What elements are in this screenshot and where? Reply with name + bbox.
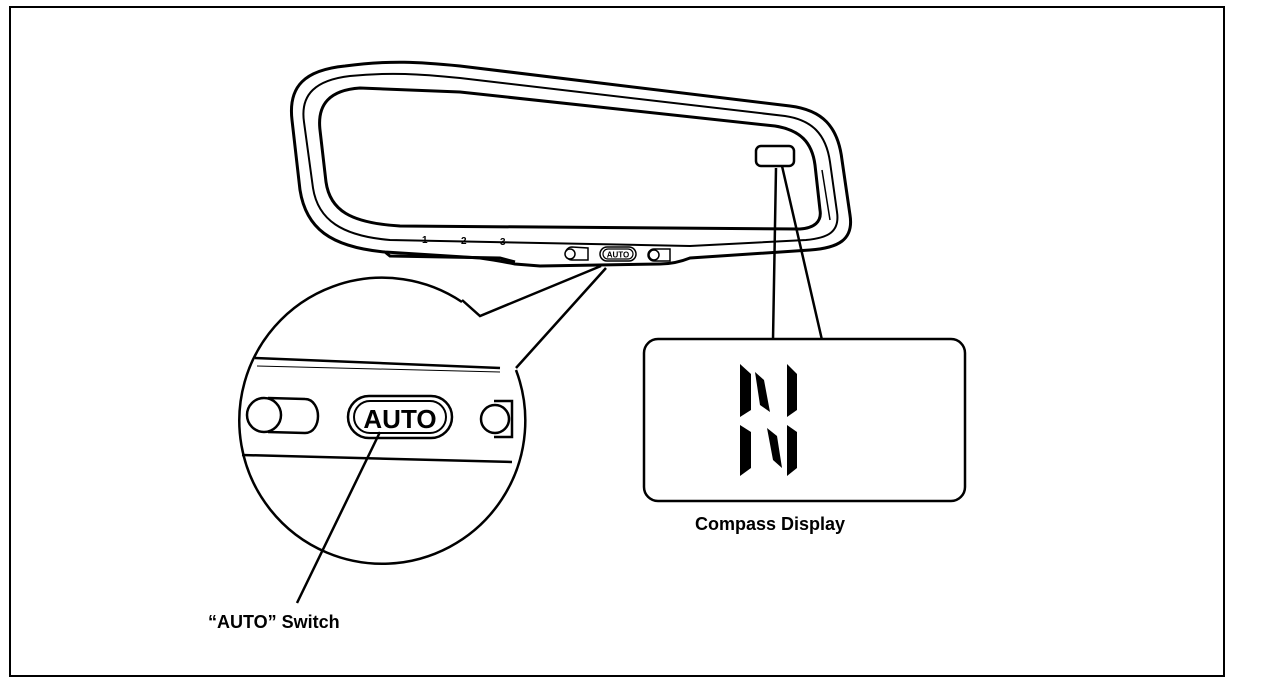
mode-number-2: 2: [461, 236, 467, 247]
inset-top-rail: [254, 356, 501, 370]
auto-switch-label: “AUTO” Switch: [208, 612, 340, 632]
inset-top-rail-thin: [256, 365, 501, 373]
mirror-glass: [318, 86, 822, 231]
mirror-left-button[interactable]: [564, 246, 589, 261]
inset-auto-button-label: AUTO: [363, 404, 436, 434]
mirror-auto-button-label: AUTO: [607, 251, 630, 260]
auto-callout-leader: [461, 264, 607, 369]
inset-bottom-rail: [241, 453, 513, 464]
figure-border: [9, 6, 1225, 677]
mirror-bottom-lip: [384, 250, 516, 264]
compass-display-label: Compass Display: [695, 514, 845, 534]
mode-number-3: 3: [500, 237, 506, 248]
inset-auto-button[interactable]: AUTO: [346, 394, 454, 440]
auto-switch-pointer: [295, 431, 382, 604]
mirror-compass-window: [754, 144, 796, 168]
mirror-side-line: [821, 169, 831, 221]
compass-heading-n-glyph: [740, 364, 797, 476]
compass-display-box: [642, 337, 967, 503]
mirror-auto-button[interactable]: AUTO: [599, 246, 637, 262]
mode-number-1: 1: [422, 235, 428, 246]
inset-right-button[interactable]: [479, 399, 514, 439]
mirror-right-button[interactable]: [647, 248, 671, 262]
inset-left-button[interactable]: [245, 396, 320, 435]
auto-inset-circle: [238, 276, 527, 565]
compass-callout-leader: [771, 165, 824, 341]
mirror-rim: [302, 72, 839, 248]
mirror-housing: [289, 60, 853, 268]
